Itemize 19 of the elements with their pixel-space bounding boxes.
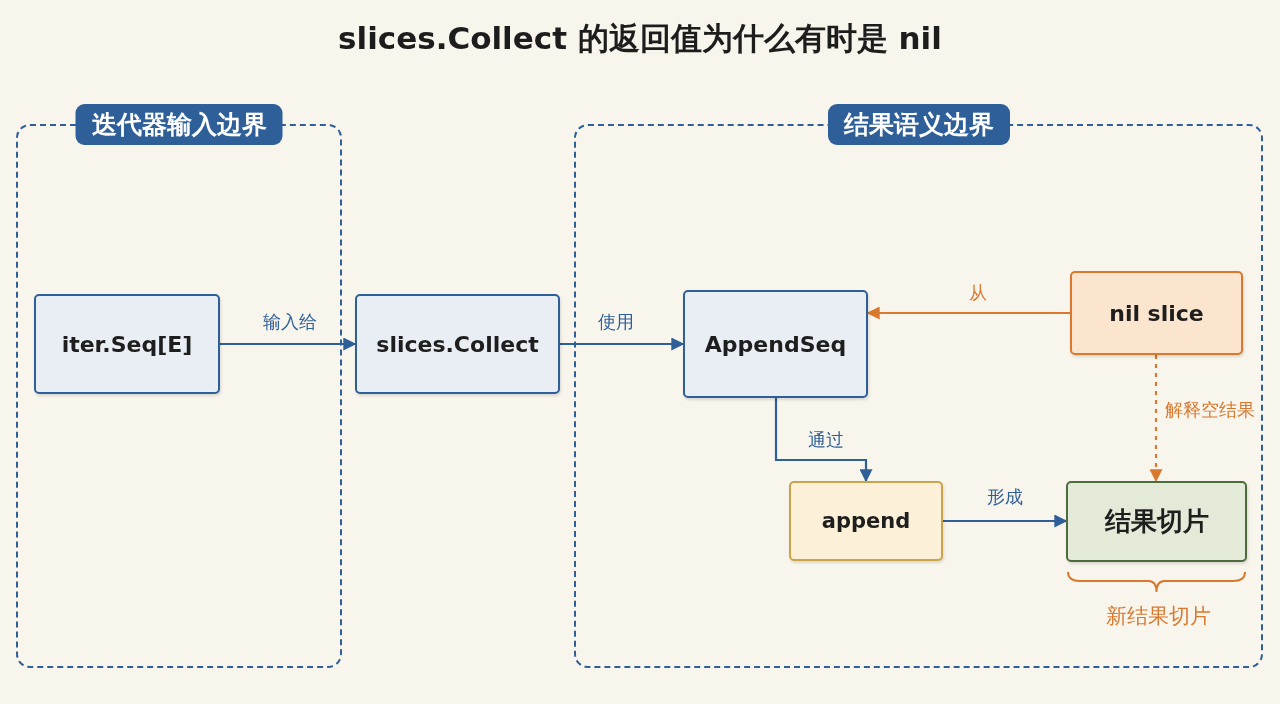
- edge-label: 解释空结果: [1162, 398, 1258, 422]
- diagram-title: slices.Collect 的返回值为什么有时是 nil: [337, 19, 943, 58]
- edge-label: 输入给: [260, 310, 320, 334]
- arrow: [774, 398, 873, 483]
- process-box: slices.Collect: [355, 294, 560, 394]
- edge-label: 从: [966, 281, 990, 305]
- process-box: nil slice: [1070, 271, 1243, 355]
- arrow: [943, 514, 1068, 528]
- brace-label: 新结果切片: [1106, 603, 1211, 630]
- process-box: append: [789, 481, 943, 561]
- arrow: [560, 337, 685, 351]
- arrow: [866, 306, 1070, 320]
- process-box: iter.Seq[E]: [34, 294, 220, 394]
- edge-label: 形成: [984, 485, 1026, 509]
- process-box: AppendSeq: [683, 290, 868, 398]
- group-heading: 结果语义边界: [827, 104, 1010, 145]
- arrow: [220, 337, 357, 351]
- group-heading: 迭代器输入边界: [75, 104, 283, 145]
- arrow: [1149, 355, 1163, 483]
